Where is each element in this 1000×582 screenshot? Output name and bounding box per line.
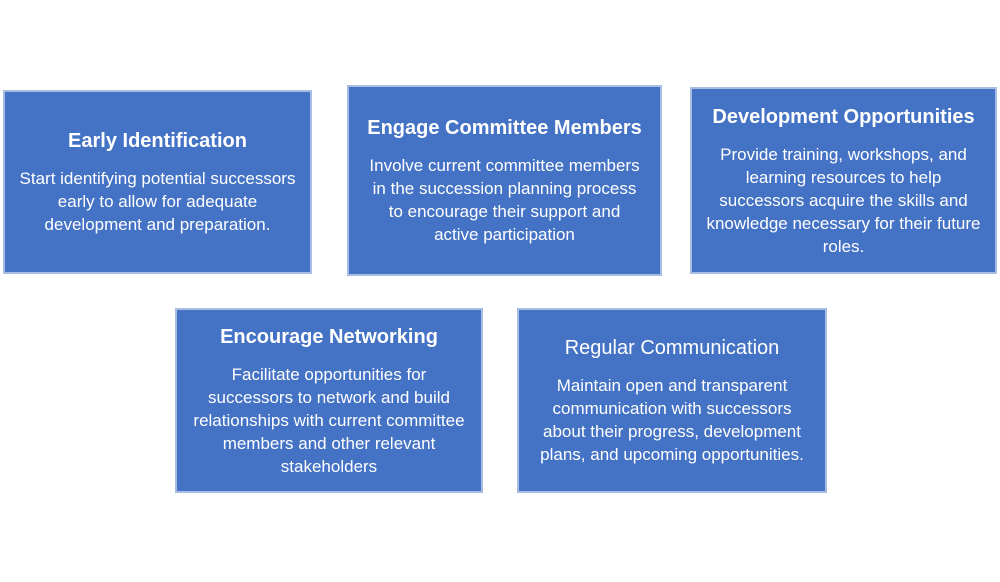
card-title: Regular Communication: [564, 337, 780, 359]
card-regular-communication: Regular Communication Maintain open and …: [517, 308, 827, 493]
card-title: Early Identification: [68, 130, 247, 152]
card-body-text: Involve current committee members in the…: [369, 156, 640, 244]
card-title: Development Opportunities: [712, 105, 975, 128]
card-body-text: Maintain open and transparent communicat…: [540, 376, 804, 464]
card-engage-committee-members: Engage Committee Members Involve current…: [347, 85, 662, 276]
card-body-text: Start identifying potential successors e…: [19, 169, 296, 234]
card-development-opportunities: Development Opportunities Provide traini…: [690, 87, 997, 274]
card-body-text: Provide training, workshops, and learnin…: [706, 144, 981, 256]
card-title: Encourage Networking: [220, 325, 438, 348]
card-title: Engage Committee Members: [367, 117, 642, 139]
card-body-text: Facilitate opportunities for successors …: [193, 364, 465, 476]
card-early-identification: Early Identification Start identifying p…: [3, 90, 312, 274]
card-encourage-networking: Encourage Networking Facilitate opportun…: [175, 308, 483, 493]
